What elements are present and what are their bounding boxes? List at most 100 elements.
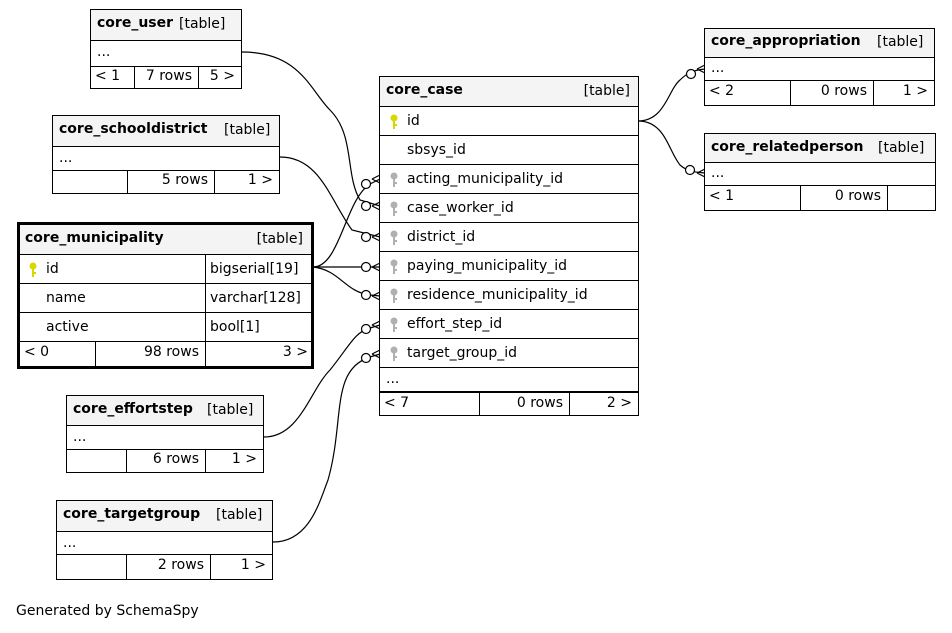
pagination-row: 2 rows 1 > — [57, 555, 272, 579]
cardinality-circle — [360, 352, 372, 364]
prev-cell[interactable]: < 1 — [705, 186, 801, 210]
prev-cell[interactable]: < 7 — [380, 393, 480, 415]
foreign-key-icon — [390, 259, 398, 274]
ellipsis-row: ... — [53, 147, 279, 171]
table-header: core_case [table] — [380, 77, 638, 107]
next-cell[interactable]: 3 > — [206, 342, 314, 366]
row-count: 6 rows — [152, 451, 199, 467]
column-name: effort_step_id — [407, 316, 503, 332]
table-kind: [table] — [878, 140, 925, 156]
ellipsis-row: ... — [67, 426, 263, 450]
cardinality-circle — [360, 200, 372, 212]
column-row: id bigserial[19] — [20, 255, 311, 284]
table-core-targetgroup[interactable]: core_targetgroup [table] ... 2 rows 1 > — [56, 500, 273, 580]
prev-cell[interactable] — [57, 555, 127, 579]
table-name: core_appropriation — [711, 33, 861, 49]
cardinality-circle — [684, 164, 696, 176]
prev-link[interactable]: < 7 — [384, 395, 410, 411]
generated-by-footer: Generated by SchemaSpy — [16, 603, 199, 619]
table-header: core_user [table] — [91, 10, 241, 41]
next-link[interactable]: 1 > — [240, 557, 266, 573]
column-name: active — [46, 319, 89, 335]
row-count: 0 rows — [516, 395, 563, 411]
row-count: 2 rows — [157, 557, 204, 573]
edge-case-relatedperson — [637, 120, 706, 174]
next-link[interactable]: 1 > — [231, 451, 257, 467]
column-row: id — [380, 107, 638, 136]
table-kind: [table] — [179, 16, 226, 32]
cardinality-circle — [360, 178, 372, 190]
prev-cell[interactable] — [67, 450, 127, 472]
ellipsis-row: ... — [705, 163, 935, 186]
table-core-effortstep[interactable]: core_effortstep [table] ... 6 rows 1 > — [66, 395, 264, 473]
foreign-key-icon — [390, 230, 398, 245]
next-cell[interactable] — [888, 186, 935, 210]
next-cell[interactable]: 1 > — [874, 81, 934, 105]
next-link[interactable]: 1 > — [247, 172, 273, 188]
column-row: residence_municipality_id — [380, 281, 638, 310]
next-cell[interactable]: 5 > — [199, 67, 241, 88]
table-name: core_targetgroup — [63, 506, 201, 522]
table-core-relatedperson[interactable]: core_relatedperson [table] ... < 1 0 row… — [704, 133, 936, 211]
ellipsis: ... — [59, 150, 73, 166]
table-kind: [table] — [877, 34, 924, 50]
table-kind: [table] — [583, 83, 630, 99]
table-core-schooldistrict[interactable]: core_schooldistrict [table] ... 5 rows 1… — [52, 115, 280, 194]
cardinality-circle — [360, 261, 372, 273]
prev-cell[interactable] — [53, 171, 128, 193]
column-name: case_worker_id — [407, 200, 514, 216]
rows-cell: 7 rows — [135, 67, 199, 88]
column-row: effort_step_id — [380, 310, 638, 339]
next-link[interactable]: 5 > — [209, 68, 235, 84]
prev-link[interactable]: < 1 — [95, 68, 121, 84]
ellipsis-row: ... — [380, 368, 638, 392]
rows-cell: 0 rows — [801, 186, 888, 210]
edge-municipality-residence — [312, 266, 381, 297]
next-cell[interactable]: 1 > — [215, 171, 279, 193]
next-link[interactable]: 1 > — [902, 83, 928, 99]
pagination-row: < 2 0 rows 1 > — [705, 81, 934, 105]
prev-link[interactable]: < 0 — [24, 344, 50, 360]
table-core-municipality[interactable]: core_municipality [table] id bigserial[1… — [17, 222, 314, 369]
edge-schooldistrict-case — [279, 156, 381, 238]
foreign-key-icon — [390, 172, 398, 187]
pagination-row: < 1 7 rows 5 > — [91, 67, 241, 88]
column-name: name — [46, 290, 86, 306]
next-link[interactable]: 3 > — [282, 344, 308, 360]
table-kind: [table] — [224, 122, 271, 138]
column-name: id — [407, 113, 420, 129]
next-cell[interactable]: 2 > — [570, 393, 638, 415]
column-row: name varchar[128] — [20, 284, 311, 313]
prev-cell[interactable]: < 1 — [91, 67, 135, 88]
next-cell[interactable]: 1 > — [211, 555, 272, 579]
primary-key-icon — [29, 262, 37, 277]
row-count: 7 rows — [145, 68, 192, 84]
cardinality-circle — [685, 68, 697, 80]
column-type: varchar[128] — [210, 290, 301, 306]
column-name-cell: active — [20, 313, 206, 341]
column-name: residence_municipality_id — [407, 287, 588, 303]
column-name: acting_municipality_id — [407, 171, 564, 187]
next-cell[interactable]: 1 > — [206, 450, 263, 472]
crowfoot — [371, 201, 381, 211]
row-count: 98 rows — [143, 344, 199, 360]
edge-user-case — [241, 51, 381, 207]
column-row: target_group_id — [380, 339, 638, 368]
column-name: paying_municipality_id — [407, 258, 568, 274]
rows-cell: 5 rows — [128, 171, 215, 193]
pagination-row: 6 rows 1 > — [67, 450, 263, 472]
foreign-key-icon — [390, 201, 398, 216]
column-row: paying_municipality_id — [380, 252, 638, 281]
table-header: core_municipality [table] — [20, 225, 311, 255]
table-kind: [table] — [207, 402, 254, 418]
prev-link[interactable]: < 1 — [709, 188, 735, 204]
prev-link[interactable]: < 2 — [709, 83, 735, 99]
column-name: id — [46, 261, 59, 277]
prev-cell[interactable]: < 2 — [705, 81, 791, 105]
next-link[interactable]: 2 > — [606, 395, 632, 411]
prev-cell[interactable]: < 0 — [20, 342, 96, 366]
column-name: district_id — [407, 229, 476, 245]
table-core-appropriation[interactable]: core_appropriation [table] ... < 2 0 row… — [704, 28, 935, 106]
table-core-user[interactable]: core_user [table] ... < 1 7 rows 5 > — [90, 9, 242, 89]
